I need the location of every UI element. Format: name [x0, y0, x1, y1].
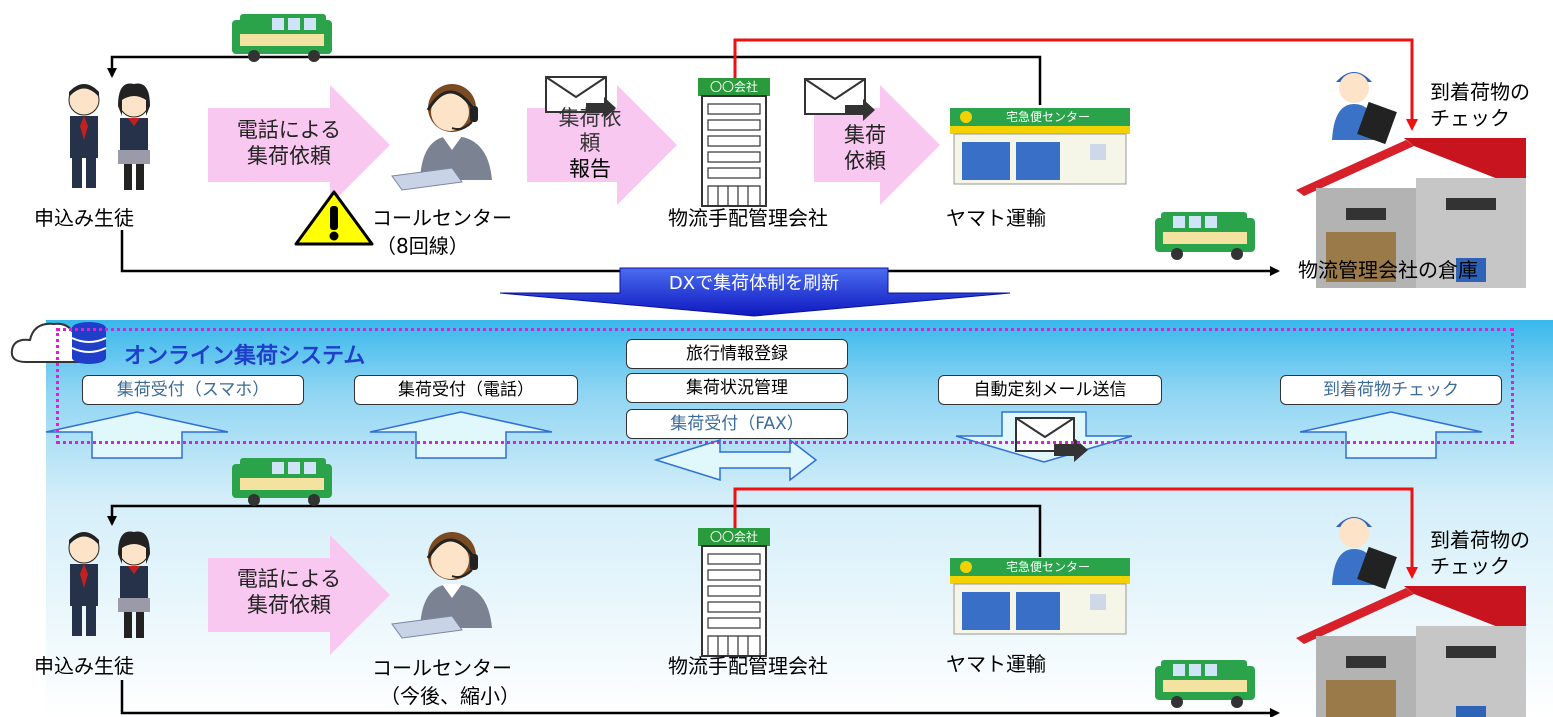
system-title: オンライン集荷システム: [124, 344, 366, 369]
worker-icon: [1332, 517, 1397, 590]
report-line2: 頼: [579, 131, 601, 155]
pink-arrow-bottom: [208, 535, 390, 655]
online-system-frame: [56, 328, 1514, 444]
students-icon: [68, 531, 150, 638]
building-icon: [698, 528, 770, 657]
logistics-company-label: 物流手配管理会社: [668, 654, 828, 678]
call-center-label: コールセンター: [372, 206, 512, 230]
arrival-check-line1: 到着荷物の: [1430, 528, 1530, 552]
report-line3: 報告: [569, 157, 611, 181]
call-center-note: （今後、縮小）: [380, 684, 520, 708]
building-icon: [698, 78, 770, 207]
students-label: 申込み生徒: [34, 206, 134, 230]
building-sign: 〇〇会社: [709, 530, 758, 544]
call-center-lines: （8回線）: [376, 234, 469, 258]
arrival-check-line2: チェック: [1430, 106, 1510, 130]
yamato-label: ヤマト運輸: [946, 206, 1046, 230]
red-line-top: [733, 38, 1418, 131]
warehouse-icon: [1296, 138, 1526, 288]
phone-request-line1: 電話による: [236, 118, 342, 142]
status-management-box: 集荷状況管理: [626, 373, 848, 403]
envelope-icon: [804, 78, 875, 121]
arrival-check-box: 到着荷物チェック: [1280, 375, 1502, 405]
return-arrow-top: [107, 55, 1042, 105]
warehouse-icon: [1296, 586, 1526, 717]
delivery-van-icon: [232, 14, 332, 62]
warning-icon: [294, 190, 374, 246]
operator-icon: [391, 532, 492, 639]
phone-intake-box: 集荷受付（電話）: [354, 375, 578, 405]
phone-request-line2: 集荷依頼: [247, 144, 331, 168]
warehouse-label: 物流管理会社の倉庫: [1298, 258, 1478, 282]
delivery-van-icon: [1155, 660, 1255, 708]
smartphone-intake-box: 集荷受付（スマホ）: [82, 375, 304, 405]
travel-info-box: 旅行情報登録: [626, 339, 848, 369]
report-line1: 集荷依: [558, 106, 622, 130]
worker-icon: [1332, 72, 1397, 145]
envelope-icon: [545, 76, 616, 119]
bottom-arrow-bottom: [120, 680, 1280, 717]
pickup-request-line1: 集荷: [844, 123, 886, 147]
auto-mail-box: 自動定刻メール送信: [938, 375, 1162, 405]
phone-request-line1: 電話による: [236, 567, 342, 591]
bidirectional-arrow: [653, 438, 818, 482]
arrival-check-line2: チェック: [1430, 554, 1510, 578]
dx-banner-label: DXで集荷体制を刷新: [668, 273, 840, 294]
up-arrow-3: [1299, 411, 1483, 459]
logistics-company-label: 物流手配管理会社: [668, 206, 828, 230]
shop-sign: 宅急便センター: [1005, 110, 1090, 124]
pink-arrow-1: [208, 85, 390, 205]
shop-sign: 宅急便センター: [1005, 560, 1090, 574]
delivery-center-icon: [950, 108, 1130, 185]
delivery-center-icon: [950, 558, 1130, 635]
fax-intake-box: 集荷受付（FAX）: [626, 409, 848, 439]
pink-arrow-2: [527, 85, 677, 205]
phone-request-line2: 集荷依頼: [247, 593, 331, 617]
yamato-label: ヤマト運輸: [946, 652, 1046, 676]
red-line-bottom: [733, 487, 1418, 579]
students-label: 申込み生徒: [34, 654, 134, 678]
bottom-arrow-top: [120, 230, 1280, 276]
arrival-check-line1: 到着荷物の: [1430, 80, 1530, 104]
pickup-request-line2: 依頼: [844, 149, 886, 173]
students-icon: [68, 83, 150, 190]
up-arrow-1: [45, 411, 229, 459]
envelope-icon: [1015, 417, 1088, 462]
call-center-label: コールセンター: [372, 656, 512, 680]
delivery-van-icon: [232, 458, 332, 506]
delivery-van-icon: [1155, 212, 1255, 260]
operator-icon: [391, 84, 492, 191]
up-arrow-2: [369, 411, 553, 459]
return-arrow-bottom: [107, 504, 1042, 557]
building-sign: 〇〇会社: [709, 80, 758, 94]
dx-banner-arrow: [499, 267, 1011, 317]
